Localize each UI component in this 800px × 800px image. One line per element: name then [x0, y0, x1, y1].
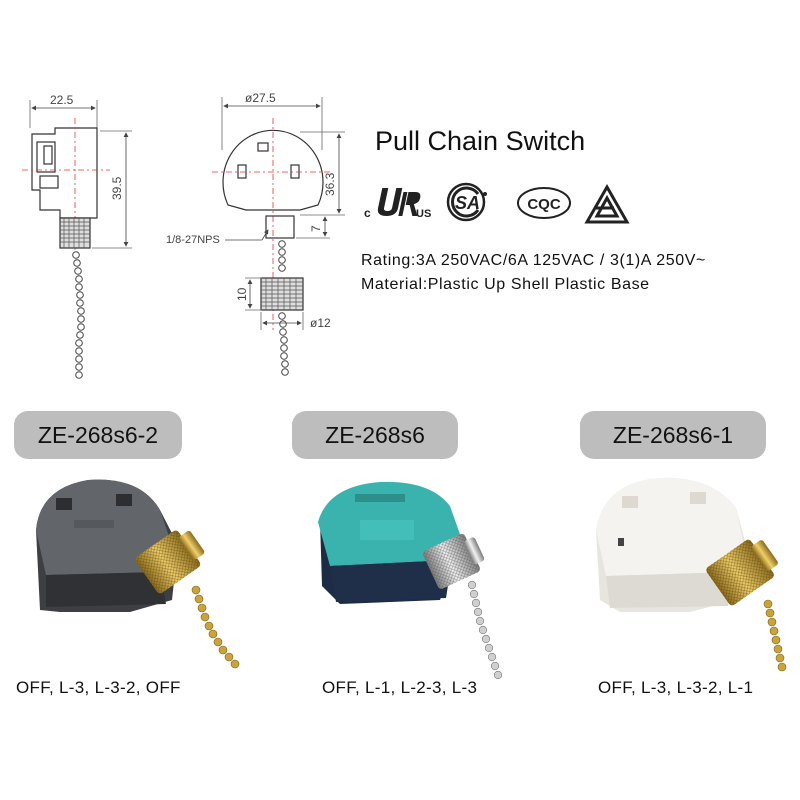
side-view-drawing	[22, 100, 132, 250]
technical-drawings: 22.5 39.5 ø27.5 36.3 7 1/8-27NPS 10 ø12	[22, 91, 345, 379]
dim-thread-height: 7	[309, 225, 323, 232]
ur-left-text: c	[364, 206, 371, 220]
model-label-2: ZE-268s6	[292, 411, 458, 459]
csa-text: SA	[455, 193, 480, 213]
csa-icon: SA	[446, 182, 487, 222]
switch-photo-teal	[318, 481, 503, 680]
model-label-3: ZE-268s6-1	[580, 411, 766, 459]
front-view-drawing	[212, 97, 345, 330]
dim-side-width: 22.5	[50, 93, 74, 107]
rating-text: Rating:3A 250VAC/6A 125VAC / 3(1)A 250V~	[361, 252, 706, 269]
side-view-chain	[72, 251, 85, 379]
switch-photo-white	[596, 477, 787, 672]
cqc-icon: CQC	[517, 187, 571, 219]
cqc-text: CQC	[527, 196, 561, 213]
ur-right-text: US	[416, 208, 431, 220]
page-title: Pull Chain Switch	[375, 126, 586, 156]
switch-sequence-1: OFF, L-3, L-3-2, OFF	[16, 678, 181, 697]
switch-sequence-2: OFF, L-1, L-2-3, L-3	[322, 678, 478, 697]
ur-recognized-icon: c US	[364, 188, 431, 220]
dim-front-diameter: ø27.5	[245, 91, 276, 105]
model-label-1: ZE-268s6-2	[14, 411, 182, 459]
dim-side-height: 39.5	[110, 176, 124, 200]
dim-knob-height: 10	[235, 287, 249, 301]
dim-knob-diameter: ø12	[310, 316, 331, 330]
material-text: Material:Plastic Up Shell Plastic Base	[361, 276, 650, 293]
switch-photo-grey	[36, 479, 240, 669]
switch-sequence-3: OFF, L-3, L-3-2, L-1	[598, 678, 754, 697]
front-view-chain	[278, 240, 289, 376]
triangle-cert-icon	[584, 184, 630, 224]
dim-front-height: 36.3	[323, 172, 337, 196]
dim-thread-spec: 1/8-27NPS	[166, 234, 220, 246]
